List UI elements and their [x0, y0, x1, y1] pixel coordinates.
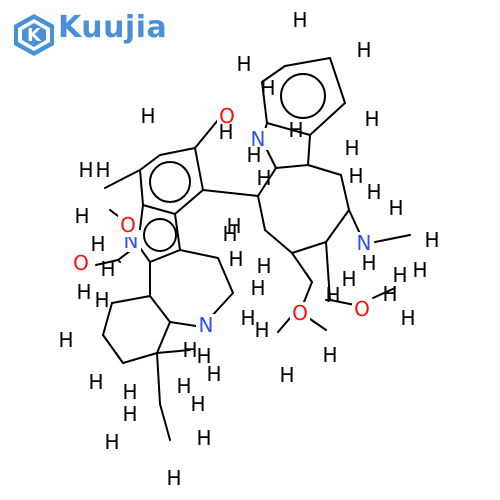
atom-h: H	[182, 338, 197, 362]
atom-h: H	[424, 228, 439, 252]
atom-h: H	[260, 76, 275, 100]
atom-h: H	[388, 196, 403, 220]
atom-h: H	[140, 104, 155, 128]
atom-o-ester-right: O	[354, 297, 370, 321]
atom-h: H	[196, 426, 211, 450]
atom-h: H	[104, 430, 119, 454]
atom-h: H	[341, 267, 356, 291]
kuujia-logo: K	[10, 12, 170, 56]
atom-h: H	[366, 180, 381, 204]
atom-h: H	[90, 232, 105, 256]
atom-h: H	[392, 263, 407, 287]
atom-h: H	[400, 306, 415, 330]
atom-h: H	[256, 254, 271, 278]
atom-h: H	[246, 143, 261, 167]
logo-wordmark: Kuujia	[58, 10, 168, 45]
atom-n-methyl: N	[357, 231, 372, 255]
atom-h: H	[236, 52, 251, 76]
atom-h: H	[292, 8, 307, 32]
atom-h: H	[226, 214, 241, 238]
atom-h: H	[122, 380, 137, 404]
atom-h: H	[222, 222, 237, 246]
atom-h: H	[74, 204, 89, 228]
atom-h: H	[196, 344, 211, 368]
atom-h: H	[348, 164, 363, 188]
atom-labels: N N N N O O O O O H H H H H H H H H H H …	[58, 8, 439, 490]
atom-h: H	[240, 306, 255, 330]
atom-h: H	[100, 257, 115, 281]
svg-text:K: K	[27, 25, 42, 46]
atom-n-upper: N	[251, 127, 266, 151]
atom-h: H	[88, 370, 103, 394]
atom-h: H	[58, 328, 73, 352]
atom-h: H	[279, 363, 294, 387]
kuujia-logo-icon: K	[14, 14, 54, 56]
atom-o-ester-lower: O	[292, 301, 308, 325]
atom-n-piperidine: N	[199, 313, 214, 337]
atom-h: H	[166, 466, 181, 490]
atom-h: H	[78, 158, 93, 182]
atom-h: H	[322, 343, 337, 367]
atom-h: H	[412, 258, 427, 282]
atom-h: H	[361, 251, 376, 275]
atom-h: H	[94, 288, 109, 312]
atom-h: H	[288, 118, 303, 142]
atom-h: H	[76, 280, 91, 304]
atom-h: H	[122, 402, 137, 426]
atom-h: H	[364, 107, 379, 131]
atom-h: H	[190, 392, 205, 416]
atom-h: H	[254, 318, 269, 342]
atom-o-methoxy: O	[120, 213, 136, 237]
atom-h: H	[218, 120, 233, 144]
atom-h: H	[256, 166, 271, 190]
atom-h: H	[325, 283, 340, 307]
atom-o-upper: O	[219, 104, 235, 128]
atom-h: H	[250, 276, 265, 300]
atom-h: H	[344, 136, 359, 160]
bonds	[95, 57, 411, 441]
atom-h: H	[206, 362, 221, 386]
atom-h: H	[95, 158, 110, 182]
atom-h: H	[228, 247, 243, 271]
atom-h: H	[176, 374, 191, 398]
atom-h: H	[382, 282, 397, 306]
atom-h: H	[356, 38, 371, 62]
atom-o-formyl: O	[73, 251, 89, 275]
